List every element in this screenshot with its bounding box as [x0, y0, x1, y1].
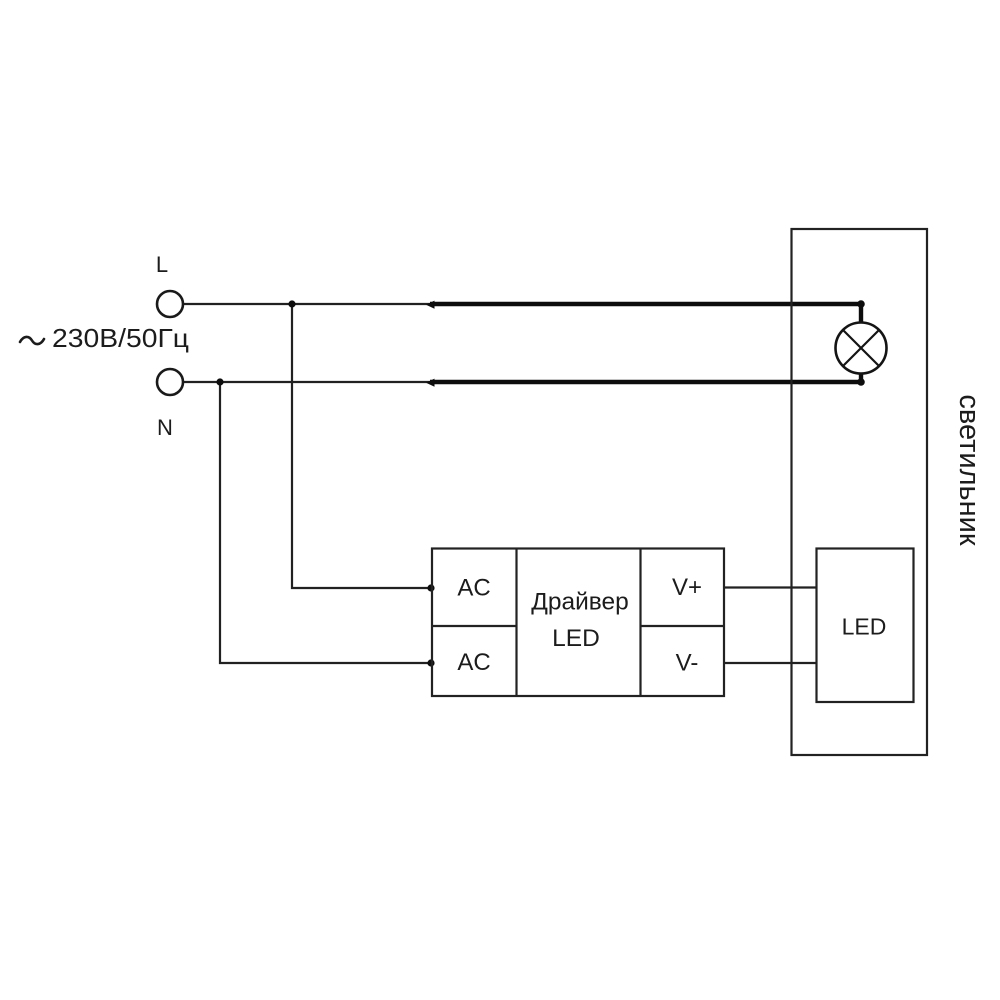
svg-text:230В/50Гц: 230В/50Гц — [52, 323, 189, 353]
svg-text:L: L — [156, 252, 168, 277]
svg-text:V-: V- — [676, 650, 699, 677]
svg-text:AC: AC — [457, 649, 490, 676]
svg-text:V+: V+ — [672, 574, 702, 601]
svg-text:Драйвер: Драйвер — [531, 589, 629, 616]
svg-text:LED: LED — [842, 614, 887, 640]
svg-text:N: N — [157, 415, 173, 440]
svg-text:AC: AC — [457, 575, 490, 602]
svg-text:светильник: светильник — [953, 394, 985, 545]
svg-text:LED: LED — [552, 625, 600, 652]
